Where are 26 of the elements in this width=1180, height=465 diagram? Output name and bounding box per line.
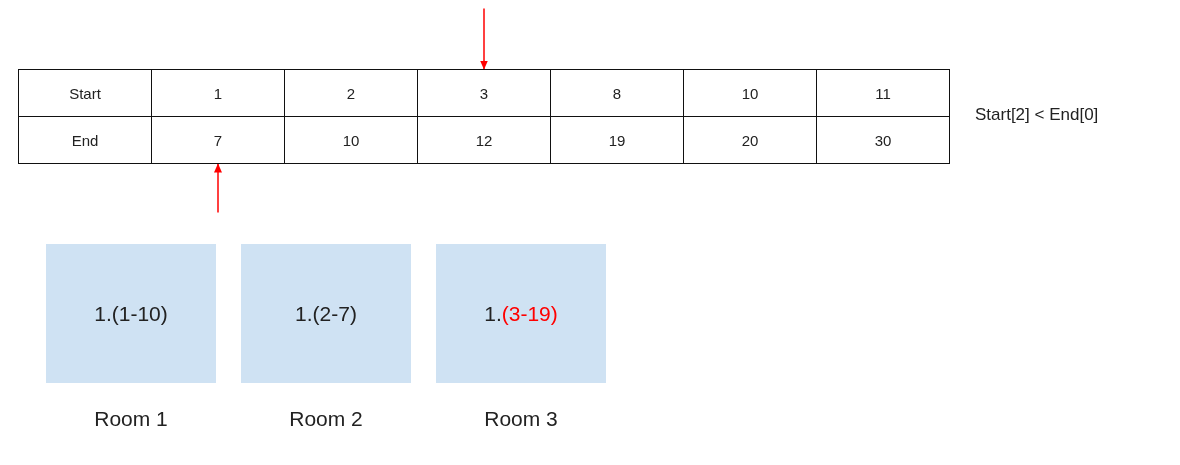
table-cell: 12: [417, 116, 551, 164]
row-header-cell: Start: [18, 69, 152, 117]
condition-text: Start[2] < End[0]: [975, 105, 1099, 125]
table-cell: 30: [816, 116, 950, 164]
room-caption: Room 3: [484, 407, 558, 431]
room-caption: Room 1: [94, 407, 168, 431]
room-box: [241, 244, 411, 383]
room-caption: Room 2: [289, 407, 363, 431]
table-cell: 2: [284, 69, 418, 117]
interval-text: 1.(3-19): [484, 301, 558, 326]
table-cell: 1: [151, 69, 285, 117]
table-cell: 10: [683, 69, 817, 117]
table-cell: 8: [550, 69, 684, 117]
room-box: [46, 244, 216, 383]
table-cell: 11: [816, 69, 950, 117]
interval-text: 1.(2-7): [295, 301, 357, 326]
table-cell: 7: [151, 116, 285, 164]
table-cell: 20: [683, 116, 817, 164]
table-cell: 19: [550, 116, 684, 164]
table-cell: 3: [417, 69, 551, 117]
arrow: [214, 162, 222, 214]
table-cell: 10: [284, 116, 418, 164]
arrow: [480, 7, 488, 71]
room-box: [436, 244, 606, 383]
row-header-cell: End: [18, 116, 152, 164]
interval-text: 1.(1-10): [94, 301, 168, 326]
